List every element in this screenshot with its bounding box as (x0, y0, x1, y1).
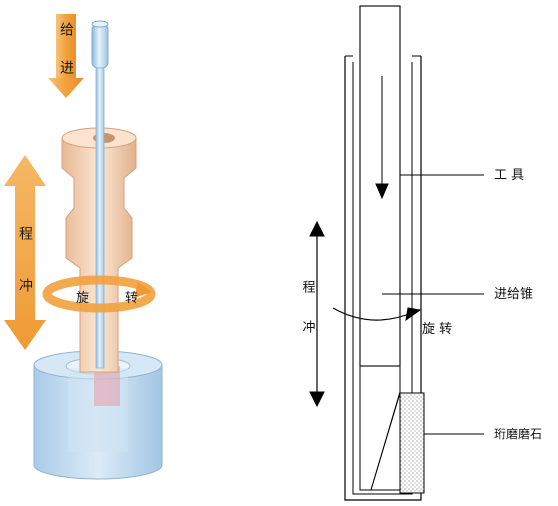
right-stroke-label-2: 程 (300, 280, 316, 294)
tool-rod (91, 20, 109, 369)
stroke-double-arrow (4, 155, 46, 350)
right-tool-label: 工 具 (494, 168, 524, 183)
right-stroke-label-1: 冲 (300, 320, 316, 333)
left-feed-label-1: 进 (58, 60, 74, 74)
bore-outer-wall (344, 56, 422, 501)
left-illustration (4, 14, 163, 480)
left-rotate-label-2: 转 (125, 291, 138, 306)
rotation-ring-arrow (42, 275, 156, 313)
left-feed-label-2: 给 (58, 22, 74, 36)
right-schematic (309, 5, 484, 501)
left-rotate-label-1: 旋 (76, 291, 89, 306)
left-stroke-label-2: 程 (17, 226, 33, 241)
bore-inner-wall (352, 62, 413, 495)
honing-stone-block (399, 392, 425, 494)
right-rotate-label: 旋 转 (422, 322, 452, 337)
feed-arrow (48, 14, 84, 98)
right-feed-cone-label: 进给锥 (494, 287, 533, 302)
right-stone-label: 珩磨磨石 (494, 427, 542, 441)
left-stroke-label-1: 冲 (17, 278, 33, 292)
